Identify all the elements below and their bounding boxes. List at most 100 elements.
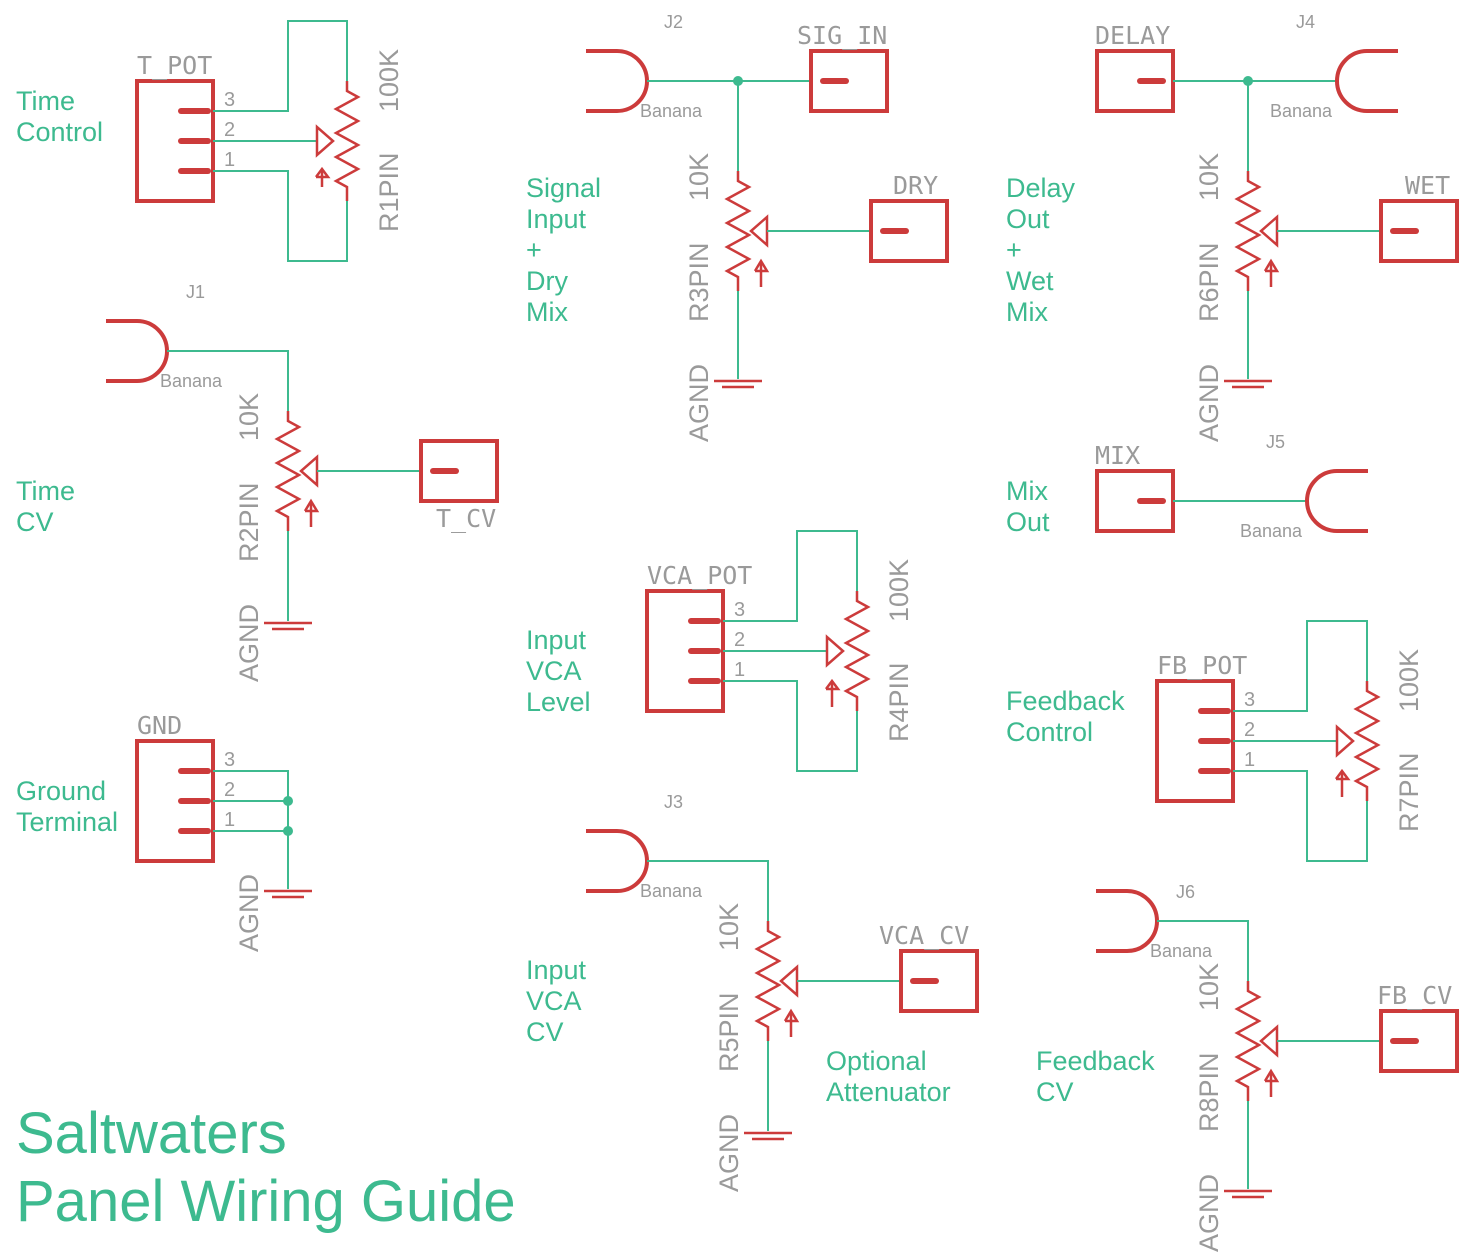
vca-pot-pin-num-1: 1: [734, 659, 745, 681]
r7-resistor: [1353, 681, 1381, 801]
fb-cv-connector: [1379, 1009, 1459, 1073]
j4-type: Banana: [1270, 101, 1333, 121]
vca-pot-label: VCA_POT: [647, 561, 752, 590]
r5-ground-label: AGND: [714, 1114, 744, 1192]
note-feedback-cv-1: Feedback: [1036, 1046, 1155, 1076]
fb-cv-label: FB_CV: [1377, 981, 1452, 1010]
t-cv-connector: [419, 439, 499, 503]
r3-resistor: [724, 171, 752, 291]
note-control: Control: [16, 117, 103, 147]
j1-banana-jack: [106, 319, 169, 383]
dry-connector: [869, 199, 949, 263]
note-vca-cv-2: VCA: [526, 986, 582, 1016]
j4-banana-jack: [1335, 49, 1398, 113]
time-cv-section: J1 Banana 10K R2PIN AGND T_CV Time CV: [16, 282, 499, 682]
j3-wire: [647, 860, 769, 921]
note-vca-level-1: Input: [526, 625, 587, 655]
r6-value: 10K: [1194, 153, 1224, 201]
r7-wiper-arrow: [1335, 724, 1355, 758]
r5-value: 10K: [714, 903, 744, 951]
gnd-junction-1: [283, 796, 293, 806]
fb-pot-label: FB_POT: [1157, 651, 1247, 680]
note-attenuator: Attenuator: [826, 1077, 951, 1107]
r4-wiper-arrow: [825, 634, 845, 668]
r8-wiper-arrow: [1259, 1024, 1279, 1058]
j3-label: J3: [664, 792, 683, 812]
input-vca-level-section: VCA_POT 3 2 1 100K R4PIN Input VCA Level: [526, 530, 914, 772]
note-mix-2: Mix: [1006, 297, 1048, 327]
r4-name: R4PIN: [884, 662, 914, 742]
j2-label: J2: [664, 12, 683, 32]
note-feedback-control: Control: [1006, 717, 1093, 747]
gnd-pin-num-2: 2: [224, 779, 235, 801]
time-control-section: T_POT 3 2 1 100K R1PIN Time Control: [16, 20, 404, 262]
j5-label: J5: [1266, 432, 1285, 452]
gnd-wire-main: [213, 770, 289, 889]
r8-resistor: [1234, 981, 1262, 1101]
gnd-label: GND: [137, 711, 182, 740]
note-vca-cv-1: Input: [526, 955, 587, 985]
t-cv-label: T_CV: [436, 504, 496, 533]
delay-label: DELAY: [1095, 21, 1170, 50]
r7-wire-top: [1233, 620, 1368, 712]
input-vca-cv-section: J3 Banana 10K R5PIN AGND VCA_CV Input VC…: [526, 792, 979, 1192]
r6-ground-label: AGND: [1194, 364, 1224, 442]
r4-wire-top: [723, 530, 858, 622]
j6-label: J6: [1176, 882, 1195, 902]
r3-wiper-arrow: [749, 214, 769, 248]
t-pot-pin-num-3: 3: [224, 89, 235, 111]
note-plus: +: [526, 235, 542, 265]
t-pot-pin-num-1: 1: [224, 149, 235, 171]
note-out: Out: [1006, 204, 1050, 234]
r6-resistor: [1234, 171, 1262, 291]
note-wet: Wet: [1006, 266, 1054, 296]
fb-pot-pin-num-1: 1: [1244, 749, 1255, 771]
gnd-pin-num-3: 3: [224, 749, 235, 771]
j3-type: Banana: [640, 881, 703, 901]
gnd-junction-2: [283, 826, 293, 836]
gnd-pin-num-1: 1: [224, 809, 235, 831]
feedback-cv-section: J6 Banana 10K R8PIN AGND FB_CV Feedback …: [1036, 882, 1459, 1252]
r3-ground-label: AGND: [684, 364, 714, 442]
r7-wire-bottom: [1233, 770, 1368, 862]
r2-value: 10K: [234, 393, 264, 441]
vca-pot-pin-num-2: 2: [734, 629, 745, 651]
note-time-cv-2: CV: [16, 507, 54, 537]
r8-name: R8PIN: [1194, 1052, 1224, 1132]
wet-connector: [1379, 199, 1459, 263]
j1-wire: [167, 350, 289, 411]
r5-name: R5PIN: [714, 992, 744, 1072]
title-line-1: Saltwaters: [16, 1101, 287, 1166]
j6-banana-jack: [1096, 889, 1159, 953]
j1-label: J1: [186, 282, 205, 302]
r1-wiper-arrow: [315, 124, 335, 158]
j6-type: Banana: [1150, 941, 1213, 961]
sig-in-label: SIG_IN: [797, 21, 887, 50]
r1-value: 100K: [374, 49, 404, 112]
title-block: Saltwaters Panel Wiring Guide: [16, 1101, 516, 1234]
vca-cv-label: VCA_CV: [879, 921, 969, 950]
feedback-control-section: FB_POT 3 2 1 100K R7PIN Feedback Control: [1006, 620, 1424, 862]
gnd-ground-label: AGND: [234, 874, 264, 952]
r8-ground-label: AGND: [1194, 1174, 1224, 1252]
r8-value: 10K: [1194, 963, 1224, 1011]
r2-wiper-arrow: [299, 454, 319, 488]
note-plus-2: +: [1006, 235, 1022, 265]
j6-wire: [1157, 920, 1249, 981]
note-delay: Delay: [1006, 173, 1076, 203]
j2-type: Banana: [640, 101, 703, 121]
note-mix: Mix: [526, 297, 568, 327]
delay-out-section: DELAY J4 Banana 10K R6PIN AGND WET Delay…: [1006, 12, 1459, 442]
note-time-cv-1: Time: [16, 476, 75, 506]
r2-name: R2PIN: [234, 482, 264, 562]
note-vca-level-3: Level: [526, 687, 591, 717]
note-vca-level-2: VCA: [526, 656, 582, 686]
j1-type: Banana: [160, 371, 223, 391]
r4-value: 100K: [884, 559, 914, 622]
r2-ground-label: AGND: [234, 604, 264, 682]
note-mix-out-2: Out: [1006, 507, 1050, 537]
note-feedback-cv-2: CV: [1036, 1077, 1074, 1107]
r1-wire-bottom: [213, 170, 348, 262]
note-optional: Optional: [826, 1046, 927, 1076]
j5-banana-jack: [1305, 469, 1368, 533]
